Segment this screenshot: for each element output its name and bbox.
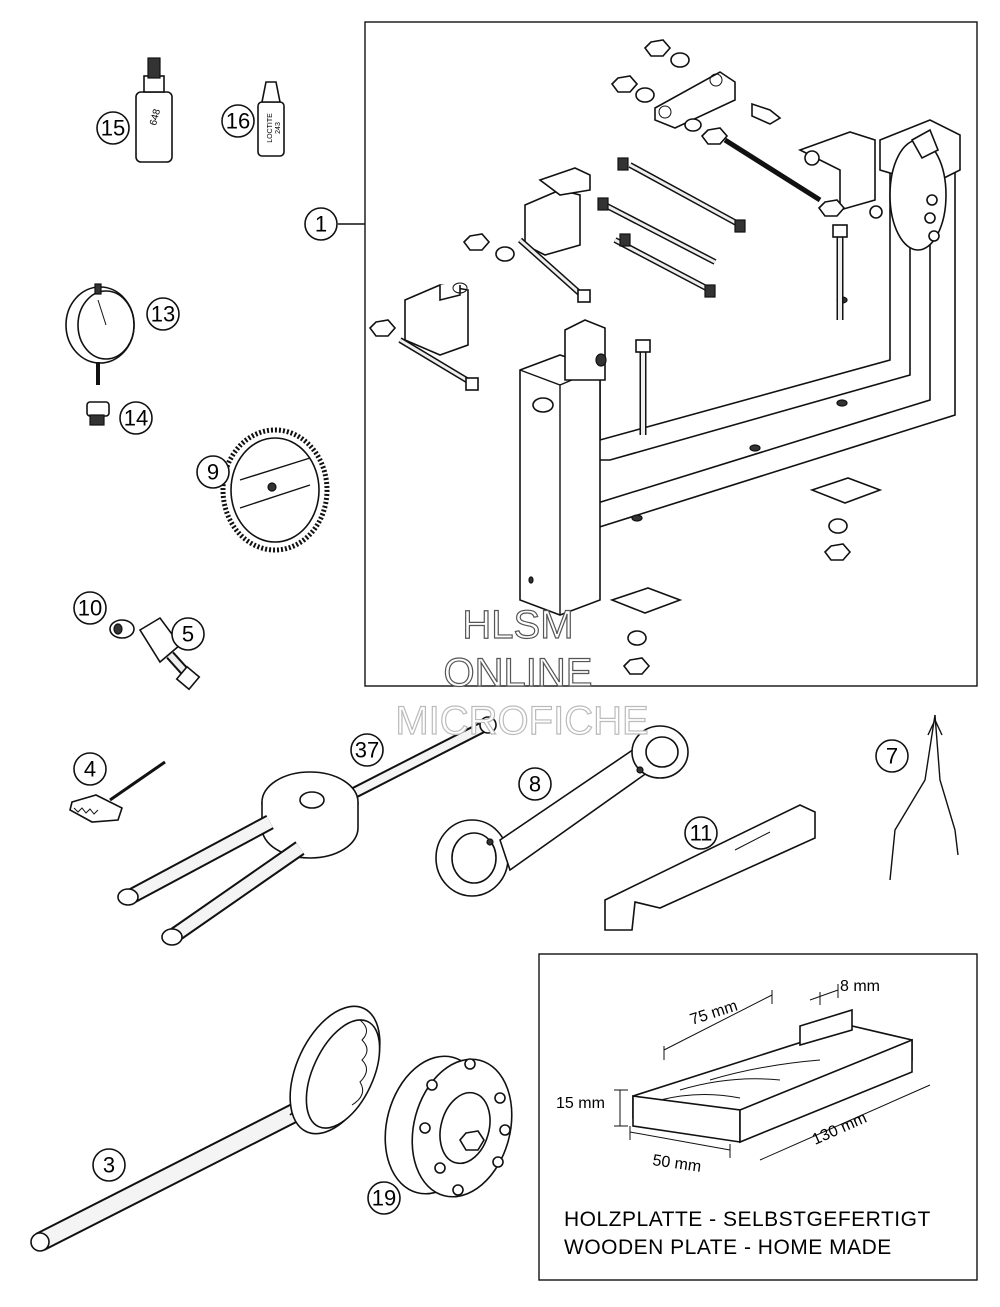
svg-text:11: 11 bbox=[690, 821, 713, 846]
svg-text:14: 14 bbox=[124, 406, 148, 431]
circlip-pliers bbox=[889, 714, 959, 881]
svg-text:7: 7 bbox=[886, 744, 898, 769]
svg-text:19: 19 bbox=[372, 1186, 396, 1211]
svg-text:16: 16 bbox=[226, 109, 250, 134]
holding-wrench bbox=[435, 725, 689, 897]
svg-text:15: 15 bbox=[101, 116, 125, 141]
callout-19: 19 bbox=[367, 1181, 401, 1215]
watermark: HLSM ONLINE MICROFICHE bbox=[395, 602, 650, 743]
loctite-243-brand-label: LOCTITE bbox=[267, 113, 274, 143]
feeler-gauge bbox=[604, 804, 816, 931]
nuts-and-washers bbox=[368, 39, 883, 675]
svg-text:13: 13 bbox=[151, 302, 175, 327]
svg-text:1: 1 bbox=[315, 212, 327, 237]
callout-7: 7 bbox=[875, 739, 909, 773]
crankshaft-puller bbox=[117, 716, 497, 946]
loctite-243-label: 243 bbox=[275, 122, 282, 134]
svg-text:4: 4 bbox=[84, 757, 96, 782]
callout-13: 13 bbox=[146, 297, 180, 331]
callout-4: 4 bbox=[73, 752, 107, 786]
svg-text:37: 37 bbox=[355, 738, 379, 763]
dim-length: 130 mm bbox=[810, 1110, 870, 1149]
callouts: 1 15 16 13 14 9 10 5 bbox=[73, 104, 909, 1215]
callout-10: 10 bbox=[73, 591, 107, 625]
engine-stand-frame-box bbox=[364, 21, 978, 687]
wooden-plate-caption-en: WOODEN PLATE - HOME MADE bbox=[564, 1236, 892, 1259]
mounting-brackets bbox=[404, 71, 736, 356]
svg-text:3: 3 bbox=[103, 1153, 115, 1178]
callout-9: 9 bbox=[196, 455, 230, 489]
svg-text:5: 5 bbox=[182, 622, 194, 647]
callout-11: 11 bbox=[684, 816, 718, 850]
wooden-plate-caption-de: HOLZPLATTE - SELBSTGEFERTIGT bbox=[564, 1208, 931, 1231]
loctite-243-bottle: LOCTITE 243 bbox=[257, 81, 285, 157]
rotor-holder bbox=[384, 1055, 513, 1198]
threaded-rods bbox=[398, 102, 848, 435]
engine-stand-group bbox=[338, 21, 978, 687]
callout-5: 5 bbox=[171, 617, 205, 651]
dial-gauge-adapter bbox=[86, 401, 110, 426]
dim-width: 50 mm bbox=[651, 1152, 702, 1176]
dial-gauge bbox=[65, 283, 135, 385]
wooden-plate-box: 75 mm 8 mm 15 mm 130 mm 50 mm HOLZPLATTE… bbox=[538, 953, 978, 1281]
loctite-648-label: 648 bbox=[148, 107, 163, 126]
watermark-line-1: HLSM bbox=[462, 603, 573, 647]
svg-text:10: 10 bbox=[78, 596, 102, 621]
callout-16: 16 bbox=[221, 104, 255, 138]
callout-14: 14 bbox=[119, 401, 153, 435]
degree-disc bbox=[220, 427, 330, 553]
wooden-plate-frame bbox=[538, 953, 978, 1281]
loctite-648-bottle: 648 bbox=[135, 57, 173, 163]
svg-text:9: 9 bbox=[207, 460, 219, 485]
callout-1: 1 bbox=[304, 207, 338, 241]
callout-15: 15 bbox=[96, 111, 130, 145]
engine-stand-u-frame bbox=[519, 119, 961, 616]
watermark-line-2: ONLINE bbox=[444, 651, 593, 695]
watermark-line-3: MICROFICHE bbox=[395, 699, 648, 743]
dim-slot: 8 mm bbox=[840, 978, 880, 995]
hook-tool bbox=[69, 760, 166, 823]
dim-height: 15 mm bbox=[556, 1095, 605, 1112]
callout-3: 3 bbox=[92, 1148, 126, 1182]
clutch-holder bbox=[30, 1005, 381, 1252]
callout-37: 37 bbox=[350, 733, 384, 767]
svg-text:8: 8 bbox=[529, 772, 541, 797]
callout-8: 8 bbox=[518, 767, 552, 801]
bushing bbox=[109, 619, 135, 639]
puller bbox=[138, 616, 201, 691]
